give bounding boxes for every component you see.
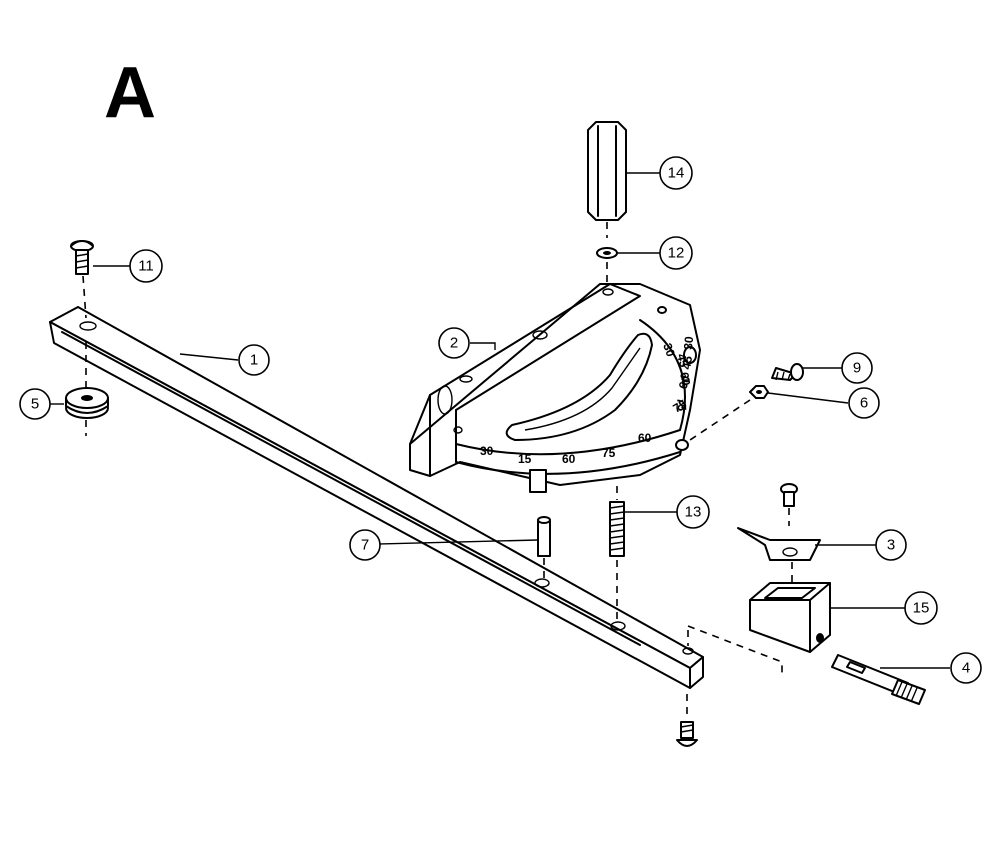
part-12-washer xyxy=(596,247,618,284)
svg-text:30: 30 xyxy=(660,341,678,359)
svg-text:30: 30 xyxy=(480,444,494,458)
part-4-knurled-pin xyxy=(831,654,926,705)
svg-text:3: 3 xyxy=(887,537,895,554)
part-3-indicator xyxy=(737,483,821,585)
protractor-scale: 30 45 60 75 30 15 60 75 60 75 60 45 30 xyxy=(480,335,696,466)
part-13-stud xyxy=(609,486,625,620)
part-6-nut xyxy=(689,385,769,441)
alignment-dashes xyxy=(687,625,783,676)
svg-text:45: 45 xyxy=(674,352,691,369)
svg-text:11: 11 xyxy=(138,258,154,275)
svg-text:12: 12 xyxy=(668,245,685,262)
part-7-pin xyxy=(537,516,551,578)
svg-text:60: 60 xyxy=(562,452,576,466)
part-5-washer xyxy=(65,342,109,436)
svg-text:15: 15 xyxy=(518,452,532,466)
svg-text:60: 60 xyxy=(638,431,652,445)
section-letter: A xyxy=(104,53,156,133)
svg-text:4: 4 xyxy=(962,660,970,677)
svg-text:75: 75 xyxy=(674,397,689,412)
part-2-protractor-head xyxy=(409,283,701,493)
part-11-screw xyxy=(70,240,94,319)
svg-text:60: 60 xyxy=(676,373,694,391)
part-1-miter-bar xyxy=(49,306,704,689)
svg-text:7: 7 xyxy=(361,537,369,554)
part-15-clamp-block xyxy=(749,582,831,653)
svg-text:14: 14 xyxy=(668,165,685,182)
part-14-knob xyxy=(587,121,627,238)
svg-text:45: 45 xyxy=(679,355,695,371)
svg-text:1: 1 xyxy=(250,352,258,369)
bottom-screw xyxy=(676,694,698,747)
svg-text:60: 60 xyxy=(677,371,693,387)
svg-text:2: 2 xyxy=(450,335,458,352)
svg-text:9: 9 xyxy=(853,360,861,377)
svg-text:75: 75 xyxy=(602,446,616,460)
svg-text:13: 13 xyxy=(685,504,702,521)
svg-text:5: 5 xyxy=(31,396,39,413)
svg-text:75: 75 xyxy=(671,397,690,416)
svg-text:6: 6 xyxy=(860,395,868,412)
part-9-screw xyxy=(771,363,804,381)
svg-text:30: 30 xyxy=(681,335,696,350)
callouts: 1 2 3 4 5 6 7 9 11 12 xyxy=(19,156,982,684)
svg-text:15: 15 xyxy=(913,600,930,617)
